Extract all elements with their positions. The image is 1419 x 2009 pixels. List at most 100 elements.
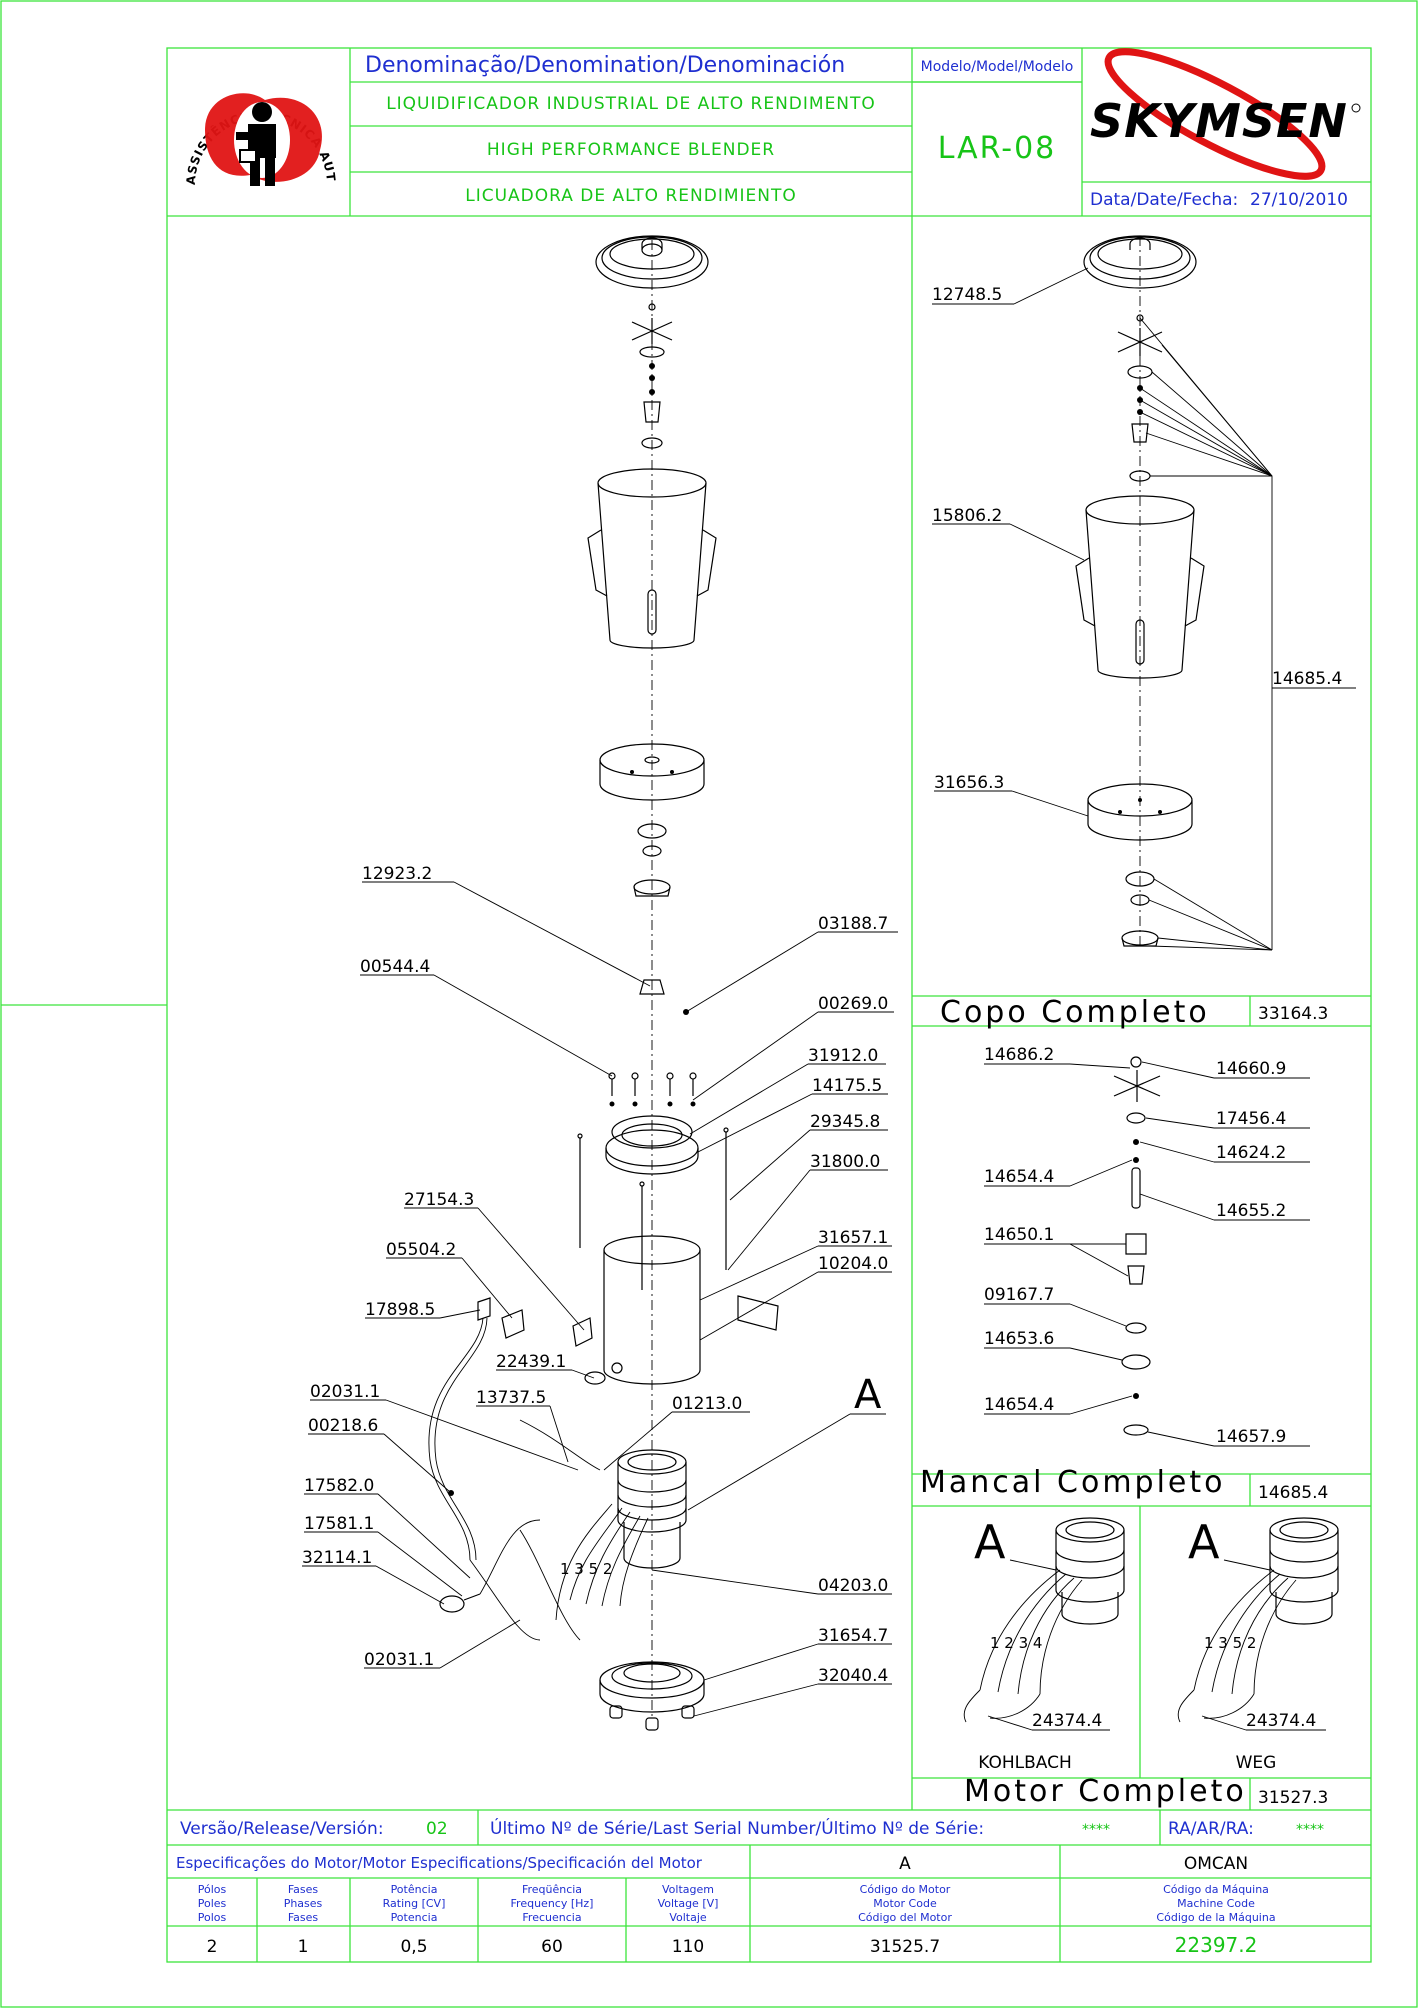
product-name-pt: LIQUIDIFICADOR INDUSTRIAL DE ALTO RENDIM…: [386, 94, 876, 114]
brand-wordmark: SKYMSEN: [1090, 94, 1348, 148]
col-volt-es: Voltaje: [669, 1911, 707, 1924]
motor-code: 31527.3: [1258, 1788, 1328, 1808]
label-00269: 00269.0: [818, 994, 888, 1014]
val-poles: 2: [207, 1937, 218, 1957]
label-31912: 31912.0: [808, 1046, 878, 1066]
kohlbach-wire-labels: 1 2 3 4: [990, 1634, 1042, 1652]
label-00218: 00218.6: [308, 1416, 378, 1436]
label-14175: 14175.5: [812, 1076, 882, 1096]
label-12923: 12923.2: [362, 864, 432, 884]
kohlbach-code: 24374.4: [1032, 1711, 1102, 1731]
label-05504: 05504.2: [386, 1240, 456, 1260]
motor-title: Motor Completo: [964, 1774, 1247, 1809]
main-leaders: 12923.2 03188.7 00544.4 00269.0 31912.0 …: [302, 864, 898, 1717]
col-freq-pt: Freqüência: [522, 1883, 582, 1896]
col-volt-pt: Voltagem: [662, 1883, 714, 1896]
service-seal-logo: ASSISTÊNCIA TÉCNICA AUTORIZADA: [0, 0, 337, 186]
brand-code: OMCAN: [1184, 1854, 1248, 1874]
col-phases-es: Fases: [288, 1911, 319, 1924]
side-panels: [911, 216, 1371, 1810]
val-machine-code: 22397.2: [1175, 1933, 1258, 1957]
col-freq-en: Frequency [Hz]: [511, 1897, 594, 1910]
label-31654: 31654.7: [818, 1626, 888, 1646]
label-22439: 22439.1: [496, 1352, 566, 1372]
label-12748: 12748.5: [932, 285, 1002, 305]
main-wire-labels: 1 3 5 2: [560, 1560, 612, 1578]
label-14655: 14655.2: [1216, 1201, 1286, 1221]
copo-panel: 12748.5 15806.2 31656.3 14685.4 Copo Com…: [932, 235, 1356, 1030]
footer-table: Versão/Release/Versión: 02 Último Nº de …: [167, 1809, 1371, 1962]
col-motor-es: Código del Motor: [858, 1911, 952, 1924]
val-power: 0,5: [400, 1937, 427, 1957]
kohlbach-name: KOHLBACH: [978, 1753, 1072, 1773]
label-14654-upper: 14654.4: [984, 1167, 1054, 1187]
col-power-es: Potencia: [391, 1911, 438, 1924]
part-motor-housing: [572, 1235, 779, 1385]
version-value: 02: [426, 1819, 448, 1839]
col-motor-pt: Código do Motor: [860, 1883, 951, 1896]
date-label: Data/Date/Fecha:: [1090, 190, 1238, 210]
label-15806: 15806.2: [932, 506, 1002, 526]
copo-code: 33164.3: [1258, 1004, 1328, 1024]
label-03188: 03188.7: [818, 914, 888, 934]
label-31656: 31656.3: [934, 773, 1004, 793]
ra-label: RA/AR/RA:: [1168, 1819, 1254, 1839]
mancal-title: Mancal Completo: [920, 1465, 1226, 1500]
col-phases-en: Phases: [284, 1897, 323, 1910]
part-motor: 1 3 5 2: [555, 1449, 687, 1621]
part-top-plate: [605, 1115, 699, 1175]
col-freq-es: Frecuencia: [522, 1911, 581, 1924]
label-14650: 14650.1: [984, 1225, 1054, 1245]
copo-title: Copo Completo: [940, 995, 1210, 1030]
label-32040: 32040.4: [818, 1666, 888, 1686]
motor-panel: 1 2 3 4 A 24374.4 KOHLBACH 1 3 5 2 A: [963, 1515, 1339, 1809]
part-cable: [428, 1297, 601, 1641]
label-02031-lower: 02031.1: [364, 1650, 434, 1670]
part-jar-base: [599, 743, 705, 801]
mancal-panel: 14686.2 14660.9 17456.4 14624.2 14654.4 …: [920, 1045, 1328, 1503]
serial-value: ****: [1082, 1822, 1110, 1838]
col-poles-pt: Pólos: [198, 1883, 227, 1896]
spec-heading: Especificações do Motor/Motor Especifica…: [176, 1854, 703, 1872]
part-screws: [608, 1072, 697, 1107]
label-14653: 14653.6: [984, 1329, 1054, 1349]
weg-wire-labels: 1 3 5 2: [1204, 1634, 1256, 1652]
label-14685-bracket: 14685.4: [1272, 669, 1342, 689]
main-exploded-view: 1 3 5 2 12923.2 03188.7 00544.4 00269.0 …: [302, 235, 898, 1731]
label-14660: 14660.9: [1216, 1059, 1286, 1079]
label-14686: 14686.2: [984, 1045, 1054, 1065]
label-29345: 29345.8: [810, 1112, 880, 1132]
col-phases-pt: Fases: [288, 1883, 319, 1896]
mancal-code: 14685.4: [1258, 1483, 1328, 1503]
part-blade-assembly: [631, 303, 673, 449]
label-01213: 01213.0: [672, 1394, 742, 1414]
serial-label: Último Nº de Série/Last Serial Number/Úl…: [490, 1817, 984, 1839]
part-lid: [595, 235, 709, 289]
label-10204: 10204.0: [818, 1254, 888, 1274]
label-31800: 31800.0: [810, 1152, 880, 1172]
col-poles-es: Polos: [198, 1911, 227, 1924]
spec-variant: A: [899, 1854, 911, 1874]
val-volt: 110: [672, 1937, 704, 1957]
label-17456: 17456.4: [1216, 1109, 1286, 1129]
title-block: Denominação/Denomination/Denominación LI…: [0, 0, 1371, 217]
label-31657: 31657.1: [818, 1228, 888, 1248]
label-13737: 13737.5: [476, 1388, 546, 1408]
label-14654-lower: 14654.4: [984, 1395, 1054, 1415]
ra-value: ****: [1296, 1822, 1324, 1838]
motor-kohlbach: 1 2 3 4 A 24374.4 KOHLBACH: [963, 1515, 1125, 1773]
col-poles-en: Poles: [198, 1897, 227, 1910]
val-phases: 1: [298, 1937, 309, 1957]
col-motor-en: Motor Code: [873, 1897, 937, 1910]
label-17898: 17898.5: [365, 1300, 435, 1320]
weg-name: WEG: [1236, 1753, 1277, 1773]
model-number: LAR-08: [938, 131, 1057, 166]
label-27154: 27154.3: [404, 1190, 474, 1210]
label-14657: 14657.9: [1216, 1427, 1286, 1447]
skymsen-logo: SKYMSEN: [1090, 48, 1361, 180]
weg-callout-a: A: [1188, 1515, 1220, 1569]
version-label: Versão/Release/Versión:: [180, 1819, 384, 1839]
val-motor-code: 31525.7: [870, 1937, 940, 1957]
